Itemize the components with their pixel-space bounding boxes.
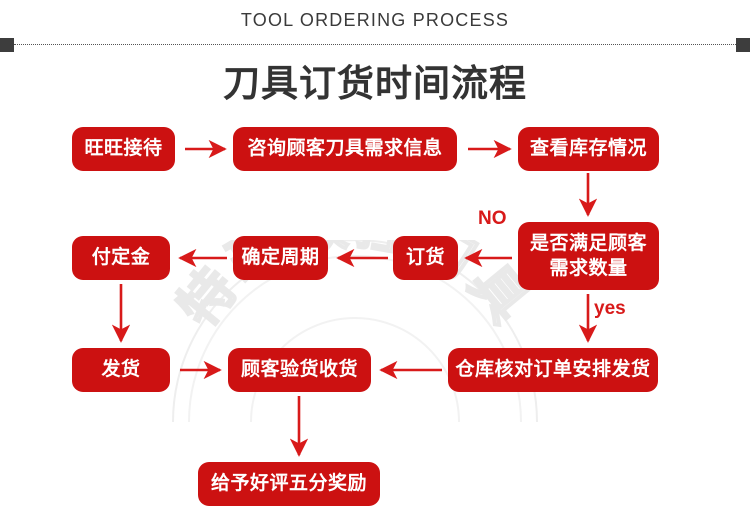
flow-node-ship-goods[interactable]: 发货 — [72, 348, 170, 392]
brand-watermark: 特瑞数控刀具 — [165, 240, 544, 423]
decision-line-1: 是否满足顾客 — [529, 232, 647, 255]
flow-node-ask-customer-requirements[interactable]: 咨询顾客刀具需求信息 — [233, 127, 457, 171]
edge-label-yes: yes — [594, 298, 626, 319]
flow-node-pay-deposit[interactable]: 付定金 — [72, 236, 170, 280]
flow-node-check-inventory[interactable]: 查看库存情况 — [518, 127, 659, 171]
svg-text:特瑞数控刀具: 特瑞数控刀具 — [166, 240, 544, 339]
eyebrow-title: TOOL ORDERING PROCESS — [240, 10, 510, 30]
page-title: 刀具订货时间流程 — [223, 62, 527, 105]
flow-node-confirm-cycle[interactable]: 确定周期 — [233, 236, 328, 280]
watermark-text: 特瑞数控刀具 — [165, 240, 539, 340]
divider-cap-right — [736, 38, 750, 52]
divider-dotted-line — [14, 44, 736, 45]
flow-node-customer-inspect-receive[interactable]: 顾客验货收货 — [228, 348, 371, 392]
header-divider — [0, 38, 750, 52]
flow-node-five-star-review-reward[interactable]: 给予好评五分奖励 — [198, 462, 380, 506]
flow-node-warehouse-verify-ship[interactable]: 仓库核对订单安排发货 — [448, 348, 658, 392]
divider-cap-left — [0, 38, 14, 52]
decision-line-2: 需求数量 — [549, 257, 628, 279]
flow-node-decision-demand-met[interactable]: 是否满足顾客 需求数量 — [518, 222, 659, 290]
edge-label-no: NO — [478, 208, 507, 229]
flow-node-place-order[interactable]: 订货 — [393, 236, 458, 280]
flow-node-wangwang-reception[interactable]: 旺旺接待 — [72, 127, 175, 171]
